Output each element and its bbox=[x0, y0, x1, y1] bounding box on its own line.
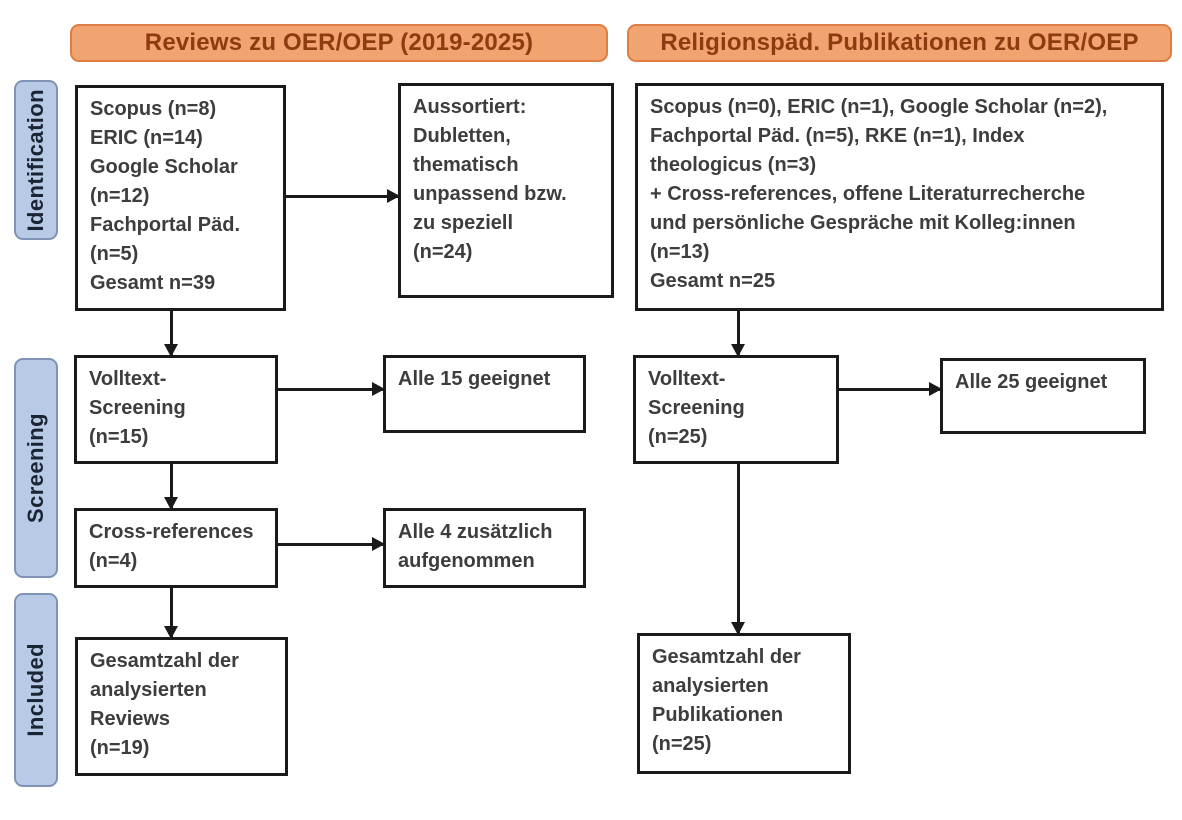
stage-label-included-text: Included bbox=[23, 643, 48, 737]
stage-label-screening: Screening bbox=[14, 358, 58, 578]
arrow-right-screening-to-eligible bbox=[839, 382, 942, 396]
arrow-right-screening-to-included bbox=[731, 464, 745, 635]
box-right-total-analyzed-publications: Gesamtzahl der analysierten Publikatione… bbox=[637, 633, 851, 774]
stage-label-identification-text: Identification bbox=[23, 88, 48, 232]
arrow-left-screening-to-eligible bbox=[278, 382, 385, 396]
box-left-identification-sources: Scopus (n=8) ERIC (n=14) Google Scholar … bbox=[75, 85, 286, 311]
column-header-reviews: Reviews zu OER/OEP (2019-2025) bbox=[70, 24, 608, 62]
box-left-additionally-included: Alle 4 zusätzlich aufgenommen bbox=[383, 508, 586, 588]
box-left-all-eligible: Alle 15 geeignet bbox=[383, 355, 586, 433]
stage-label-screening-text: Screening bbox=[23, 413, 48, 523]
box-left-cross-references: Cross-references (n=4) bbox=[74, 508, 278, 588]
box-right-identification-sources: Scopus (n=0), ERIC (n=1), Google Scholar… bbox=[635, 83, 1164, 311]
box-right-fulltext-screening: Volltext- Screening (n=25) bbox=[633, 355, 839, 464]
stage-label-identification: Identification bbox=[14, 80, 58, 240]
arrow-left-crossref-to-included bbox=[164, 588, 178, 639]
stage-label-included: Included bbox=[14, 593, 58, 787]
box-right-all-eligible: Alle 25 geeignet bbox=[940, 358, 1146, 434]
arrow-left-screening-to-crossref bbox=[164, 464, 178, 510]
box-left-total-analyzed-reviews: Gesamtzahl der analysierten Reviews (n=1… bbox=[75, 637, 288, 776]
column-header-religionspaed-publikationen: Religionspäd. Publikationen zu OER/OEP bbox=[627, 24, 1172, 62]
box-left-excluded-records: Aussortiert: Dubletten, thematisch unpas… bbox=[398, 83, 614, 298]
box-left-fulltext-screening: Volltext- Screening (n=15) bbox=[74, 355, 278, 464]
arrow-left-sources-to-screening bbox=[164, 311, 178, 357]
arrow-left-sources-to-excluded bbox=[286, 189, 400, 203]
arrow-right-sources-to-screening bbox=[731, 311, 745, 357]
arrow-left-crossref-to-added bbox=[278, 537, 385, 551]
